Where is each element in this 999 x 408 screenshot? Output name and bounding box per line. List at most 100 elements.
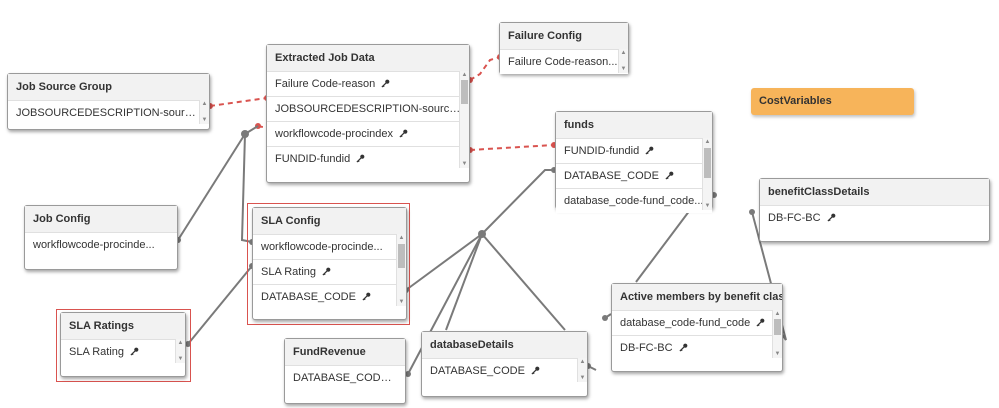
field-row[interactable]: DATABASE_CODE [556, 163, 712, 188]
table-title: FundRevenue [285, 339, 405, 365]
scroll-down-icon[interactable]: ▼ [620, 66, 627, 72]
scrollbar[interactable]: ▲▼ [577, 358, 587, 382]
link-hub-workflow [244, 125, 259, 135]
link-slaratings-slaconfig [187, 265, 253, 345]
scroll-up-icon[interactable]: ▲ [774, 311, 781, 317]
scroll-up-icon[interactable]: ▲ [704, 139, 711, 145]
scrollbar[interactable]: ▲▼ [772, 310, 782, 358]
scroll-up-icon[interactable]: ▲ [201, 101, 208, 107]
field-name: DB-FC-BC [768, 212, 821, 224]
table-fund-revenue[interactable]: FundRevenue DATABASE_CODE... [284, 338, 406, 404]
field-row[interactable]: workflowcode-procindex [267, 121, 469, 146]
field-row[interactable]: DATABASE_CODE... [285, 365, 405, 390]
field-name: DB-FC-BC [620, 342, 673, 354]
field-row[interactable]: database_code-fund_code... [556, 188, 712, 213]
field-row[interactable]: JOBSOURCEDESCRIPTION-source... [8, 100, 209, 125]
field-name: workflowcode-procinde... [261, 241, 383, 253]
field-row[interactable]: JOBSOURCEDESCRIPTION-source... [267, 96, 469, 121]
key-icon [130, 347, 139, 356]
field-row[interactable]: SLA Rating [253, 259, 406, 284]
field-name: Failure Code-reason [275, 78, 376, 90]
field-name: SLA Rating [261, 266, 317, 278]
link-hub-dbdetails [445, 233, 483, 331]
field-name: database_code-fund_code [620, 317, 751, 329]
table-sla-config[interactable]: SLA Config workflowcode-procinde... SLA … [252, 207, 407, 320]
table-title: SLA Ratings [61, 313, 185, 339]
scroll-up-icon[interactable]: ▲ [177, 340, 184, 346]
field-name: workflowcode-procinde... [33, 239, 155, 251]
link-jobconfig-hub [177, 133, 246, 241]
scroll-down-icon[interactable]: ▼ [398, 299, 405, 305]
table-title: Extracted Job Data [267, 45, 469, 71]
field-row[interactable]: DB-FC-BC [760, 205, 989, 230]
field-name: DATABASE_CODE [564, 170, 659, 182]
key-icon [756, 318, 765, 327]
field-name: JOBSOURCEDESCRIPTION-source... [275, 103, 465, 115]
scroll-down-icon[interactable]: ▼ [461, 161, 468, 167]
field-name: workflowcode-procindex [275, 128, 393, 140]
field-row[interactable]: DB-FC-BC [612, 335, 782, 360]
field-row[interactable]: SLA Rating [61, 339, 185, 364]
field-row[interactable]: FUNDID-fundid [267, 146, 469, 171]
table-title: funds [556, 112, 712, 138]
scrollbar[interactable]: ▲▼ [175, 339, 185, 363]
scrollbar[interactable]: ▲▼ [459, 71, 469, 168]
link-extracted-failure [469, 56, 501, 81]
table-benefit-class-details[interactable]: benefitClassDetails DB-FC-BC [759, 178, 990, 242]
table-job-source-group[interactable]: Job Source Group JOBSOURCEDESCRIPTION-so… [7, 73, 210, 130]
key-icon [362, 292, 371, 301]
link-fundid-funds [469, 144, 555, 151]
scrollbar[interactable]: ▲▼ [702, 138, 712, 210]
field-name: Failure Code-reason... [508, 56, 618, 68]
table-funds[interactable]: funds FUNDID-fundid DATABASE_CODE databa… [555, 111, 713, 213]
field-name: DATABASE_CODE [430, 365, 525, 377]
field-row[interactable]: workflowcode-procinde... [25, 232, 177, 257]
scroll-thumb[interactable] [704, 148, 711, 178]
table-job-config[interactable]: Job Config workflowcode-procinde... [24, 205, 178, 270]
scroll-thumb[interactable] [774, 319, 781, 335]
scrollbar[interactable]: ▲▼ [618, 49, 628, 73]
field-name: SLA Rating [69, 346, 125, 358]
field-name: FUNDID-fundid [275, 153, 351, 165]
scroll-up-icon[interactable]: ▲ [620, 50, 627, 56]
key-icon [399, 129, 408, 138]
table-title: Job Source Group [8, 74, 209, 100]
table-failure-config[interactable]: Failure Config Failure Code-reason... ▲▼ [499, 22, 629, 74]
field-name: DATABASE_CODE... [293, 372, 398, 384]
key-icon [827, 213, 835, 222]
field-row[interactable]: workflowcode-procinde... [253, 234, 406, 259]
scroll-up-icon[interactable]: ▲ [461, 72, 468, 78]
field-row[interactable]: DATABASE_CODE [422, 358, 587, 383]
scrollbar[interactable]: ▲▼ [199, 100, 209, 124]
table-database-details[interactable]: databaseDetails DATABASE_CODE ▲▼ [421, 331, 588, 397]
link-dbdetails-right [587, 365, 597, 371]
field-row[interactable]: database_code-fund_code [612, 310, 782, 335]
key-icon [381, 79, 390, 88]
scroll-up-icon[interactable]: ▲ [579, 359, 586, 365]
table-title: Job Config [25, 206, 177, 232]
field-row[interactable]: FUNDID-fundid [556, 138, 712, 163]
scroll-down-icon[interactable]: ▼ [177, 356, 184, 362]
table-extracted-job-data[interactable]: Extracted Job Data Failure Code-reason J… [266, 44, 470, 183]
key-icon [665, 171, 674, 180]
table-sla-ratings[interactable]: SLA Ratings SLA Rating ▲▼ [60, 312, 186, 377]
field-row[interactable]: Failure Code-reason... [500, 49, 628, 74]
scroll-down-icon[interactable]: ▼ [579, 375, 586, 381]
table-title: SLA Config [253, 208, 406, 234]
scroll-down-icon[interactable]: ▼ [774, 351, 781, 357]
scroll-down-icon[interactable]: ▼ [201, 117, 208, 123]
scroll-thumb[interactable] [461, 80, 468, 104]
key-icon [531, 366, 540, 375]
field-name: database_code-fund_code... [564, 195, 704, 207]
field-row[interactable]: Failure Code-reason [267, 71, 469, 96]
table-cost-variables[interactable]: CostVariables [751, 88, 914, 115]
field-row[interactable]: DATABASE_CODE [253, 284, 406, 309]
scroll-thumb[interactable] [398, 244, 405, 268]
key-icon [356, 154, 365, 163]
scroll-down-icon[interactable]: ▼ [704, 203, 711, 209]
table-active-members[interactable]: Active members by benefit class database… [611, 283, 783, 372]
scroll-up-icon[interactable]: ▲ [398, 235, 405, 241]
selection-outline-sla-ratings [56, 309, 191, 382]
field-name: FUNDID-fundid [564, 145, 640, 157]
scrollbar[interactable]: ▲▼ [396, 234, 406, 306]
